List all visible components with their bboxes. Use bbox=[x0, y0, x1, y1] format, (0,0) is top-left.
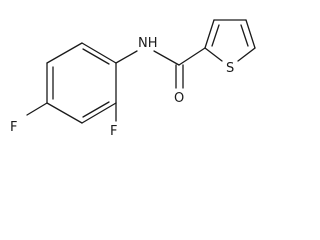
bond-thio-inner-2 bbox=[240, 24, 249, 47]
bond-thio-s-c2 bbox=[204, 47, 223, 62]
bond-ring-c2-c3 bbox=[46, 42, 83, 64]
molecule-diagram: NH S O F F bbox=[10, 19, 256, 139]
atom-label-nh: NH bbox=[138, 36, 158, 51]
bond-n-to-carbonyl bbox=[153, 50, 180, 66]
bond-ring-c4-c5 bbox=[46, 102, 83, 124]
bond-thio-c5-s bbox=[237, 47, 256, 62]
bond-c-f-para bbox=[26, 102, 48, 116]
benzene-ring bbox=[46, 42, 117, 124]
fluoro-substituents bbox=[26, 102, 117, 122]
bond-thio-inner-1 bbox=[211, 24, 220, 47]
bond-ring-c5-c6 bbox=[81, 102, 117, 124]
bond-ring-c1-c2 bbox=[81, 42, 117, 64]
atom-label-sulfur: S bbox=[226, 61, 234, 76]
thiophene-ring bbox=[204, 19, 256, 62]
bond-carbonyl-to-thiophene bbox=[178, 47, 206, 66]
bond-ring-inner-1 bbox=[82, 48, 110, 65]
bond-thio-c2-c3 bbox=[204, 19, 215, 49]
structure-canvas: NH S O F F bbox=[10, 19, 256, 139]
bond-thio-c4-c5 bbox=[245, 19, 256, 49]
bond-ring-to-n bbox=[115, 50, 138, 64]
bond-ring-inner-3 bbox=[82, 101, 110, 118]
atom-label-fluorine-para: F bbox=[10, 120, 17, 135]
amide-linkage bbox=[115, 47, 206, 89]
atom-label-oxygen: O bbox=[174, 91, 184, 106]
atom-label-fluorine-ortho: F bbox=[110, 124, 117, 139]
